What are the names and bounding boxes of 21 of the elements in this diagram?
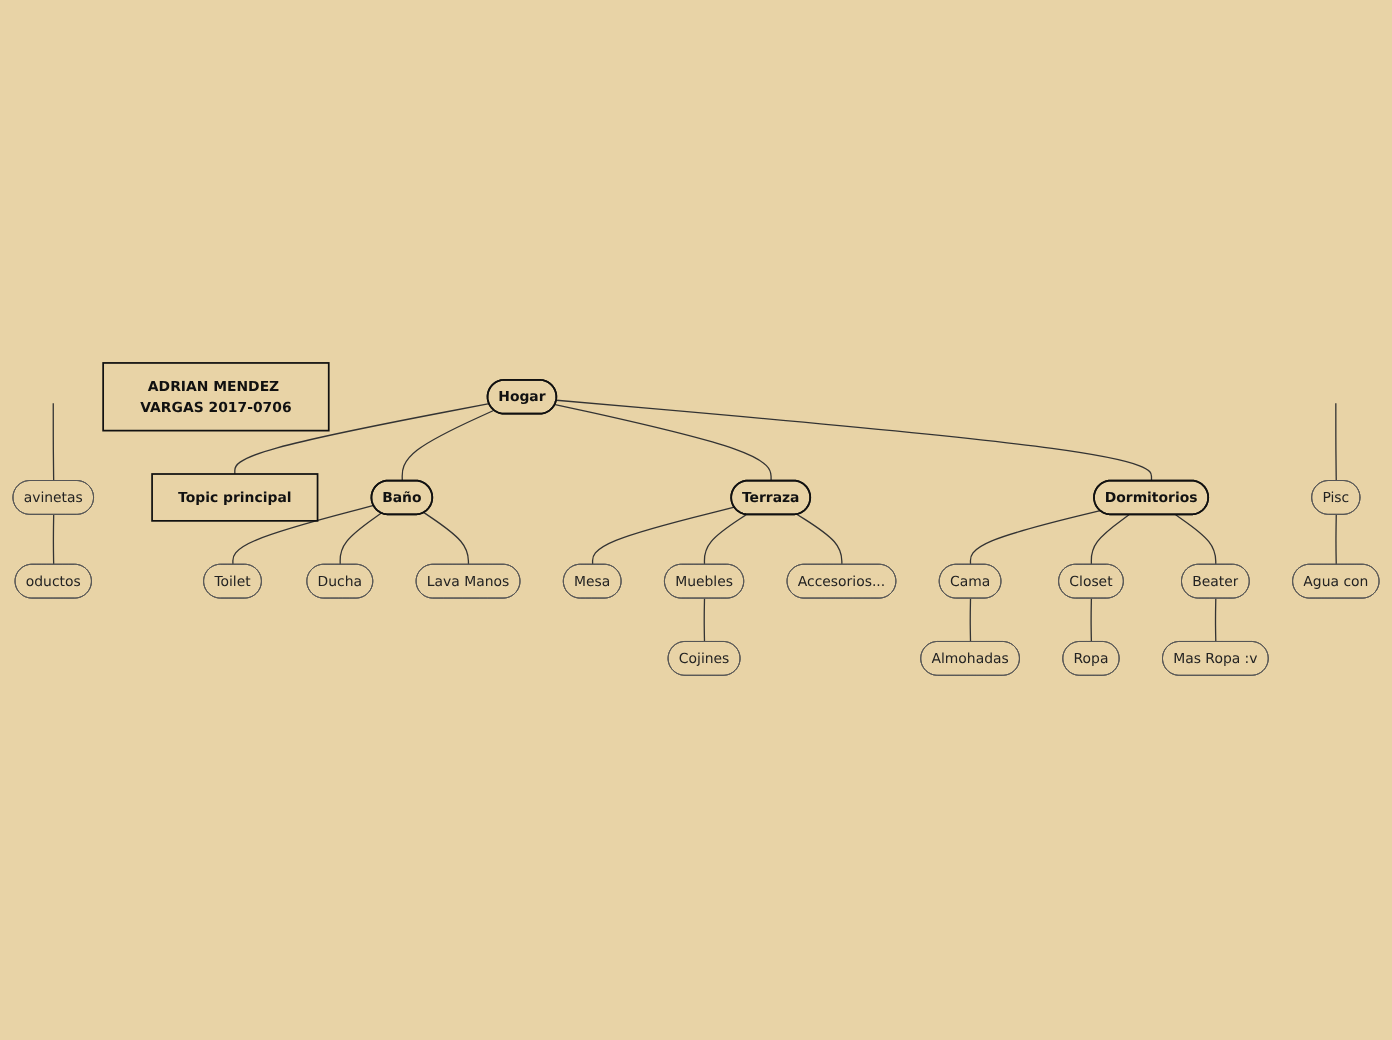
connector (234, 403, 490, 476)
connector (591, 507, 736, 567)
connector (554, 404, 772, 483)
connector (969, 510, 1101, 567)
connector (1214, 598, 1217, 644)
connector (339, 513, 382, 567)
connector (401, 410, 495, 483)
connector (52, 515, 55, 567)
connector (1090, 598, 1093, 644)
connector (1335, 403, 1337, 483)
connector (52, 403, 55, 483)
connector (1090, 515, 1130, 567)
connector (555, 400, 1153, 483)
connector (423, 512, 470, 567)
connector (1335, 515, 1337, 567)
connector (232, 505, 375, 567)
connector (969, 598, 972, 644)
connector (703, 598, 706, 644)
connector (796, 514, 843, 567)
connector (1175, 515, 1217, 567)
connector (703, 514, 747, 567)
